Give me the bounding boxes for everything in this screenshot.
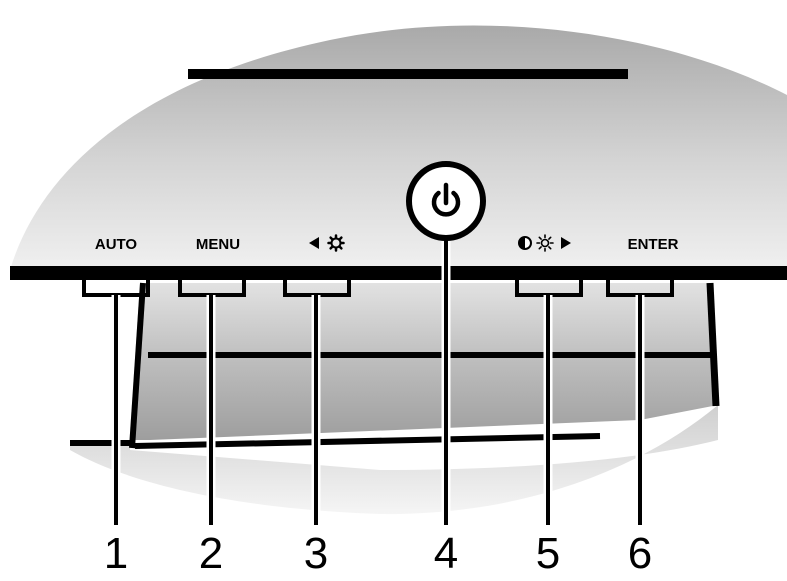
brightness-icon (536, 234, 554, 252)
callout-number-3: 3 (304, 529, 328, 576)
callout-numbers: 1 2 3 4 5 6 (104, 529, 652, 578)
callout-number-1: 1 (104, 529, 128, 576)
front-lip-bar (10, 266, 787, 280)
enter-button-label[interactable]: ENTER (628, 236, 679, 253)
monitor-upper-housing (10, 25, 787, 271)
button-3-label[interactable] (309, 234, 345, 252)
callout-lines (111, 238, 645, 525)
callout-number-6: 6 (628, 529, 652, 576)
button-5-label[interactable] (518, 234, 571, 252)
left-triangle-icon (309, 237, 319, 249)
brightness-gear-icon (327, 234, 345, 252)
menu-button-label[interactable]: MENU (196, 236, 240, 253)
body-left-edge (129, 282, 146, 449)
callout-number-2: 2 (199, 529, 223, 576)
contrast-icon (518, 236, 532, 250)
monitor-base-curve (70, 405, 718, 515)
monitor-lower-body (130, 283, 718, 440)
housing-groove (188, 69, 628, 79)
auto-button-label[interactable]: AUTO (95, 236, 138, 253)
right-triangle-icon (561, 237, 571, 249)
base-edge-left (70, 440, 132, 446)
power-button[interactable] (406, 161, 486, 241)
body-right-edge (706, 282, 720, 407)
lower-groove-1 (148, 352, 714, 358)
callout-number-4: 4 (434, 529, 458, 576)
callout-number-5: 5 (536, 529, 560, 576)
power-icon (431, 182, 461, 217)
button-1-bracket (82, 280, 150, 297)
